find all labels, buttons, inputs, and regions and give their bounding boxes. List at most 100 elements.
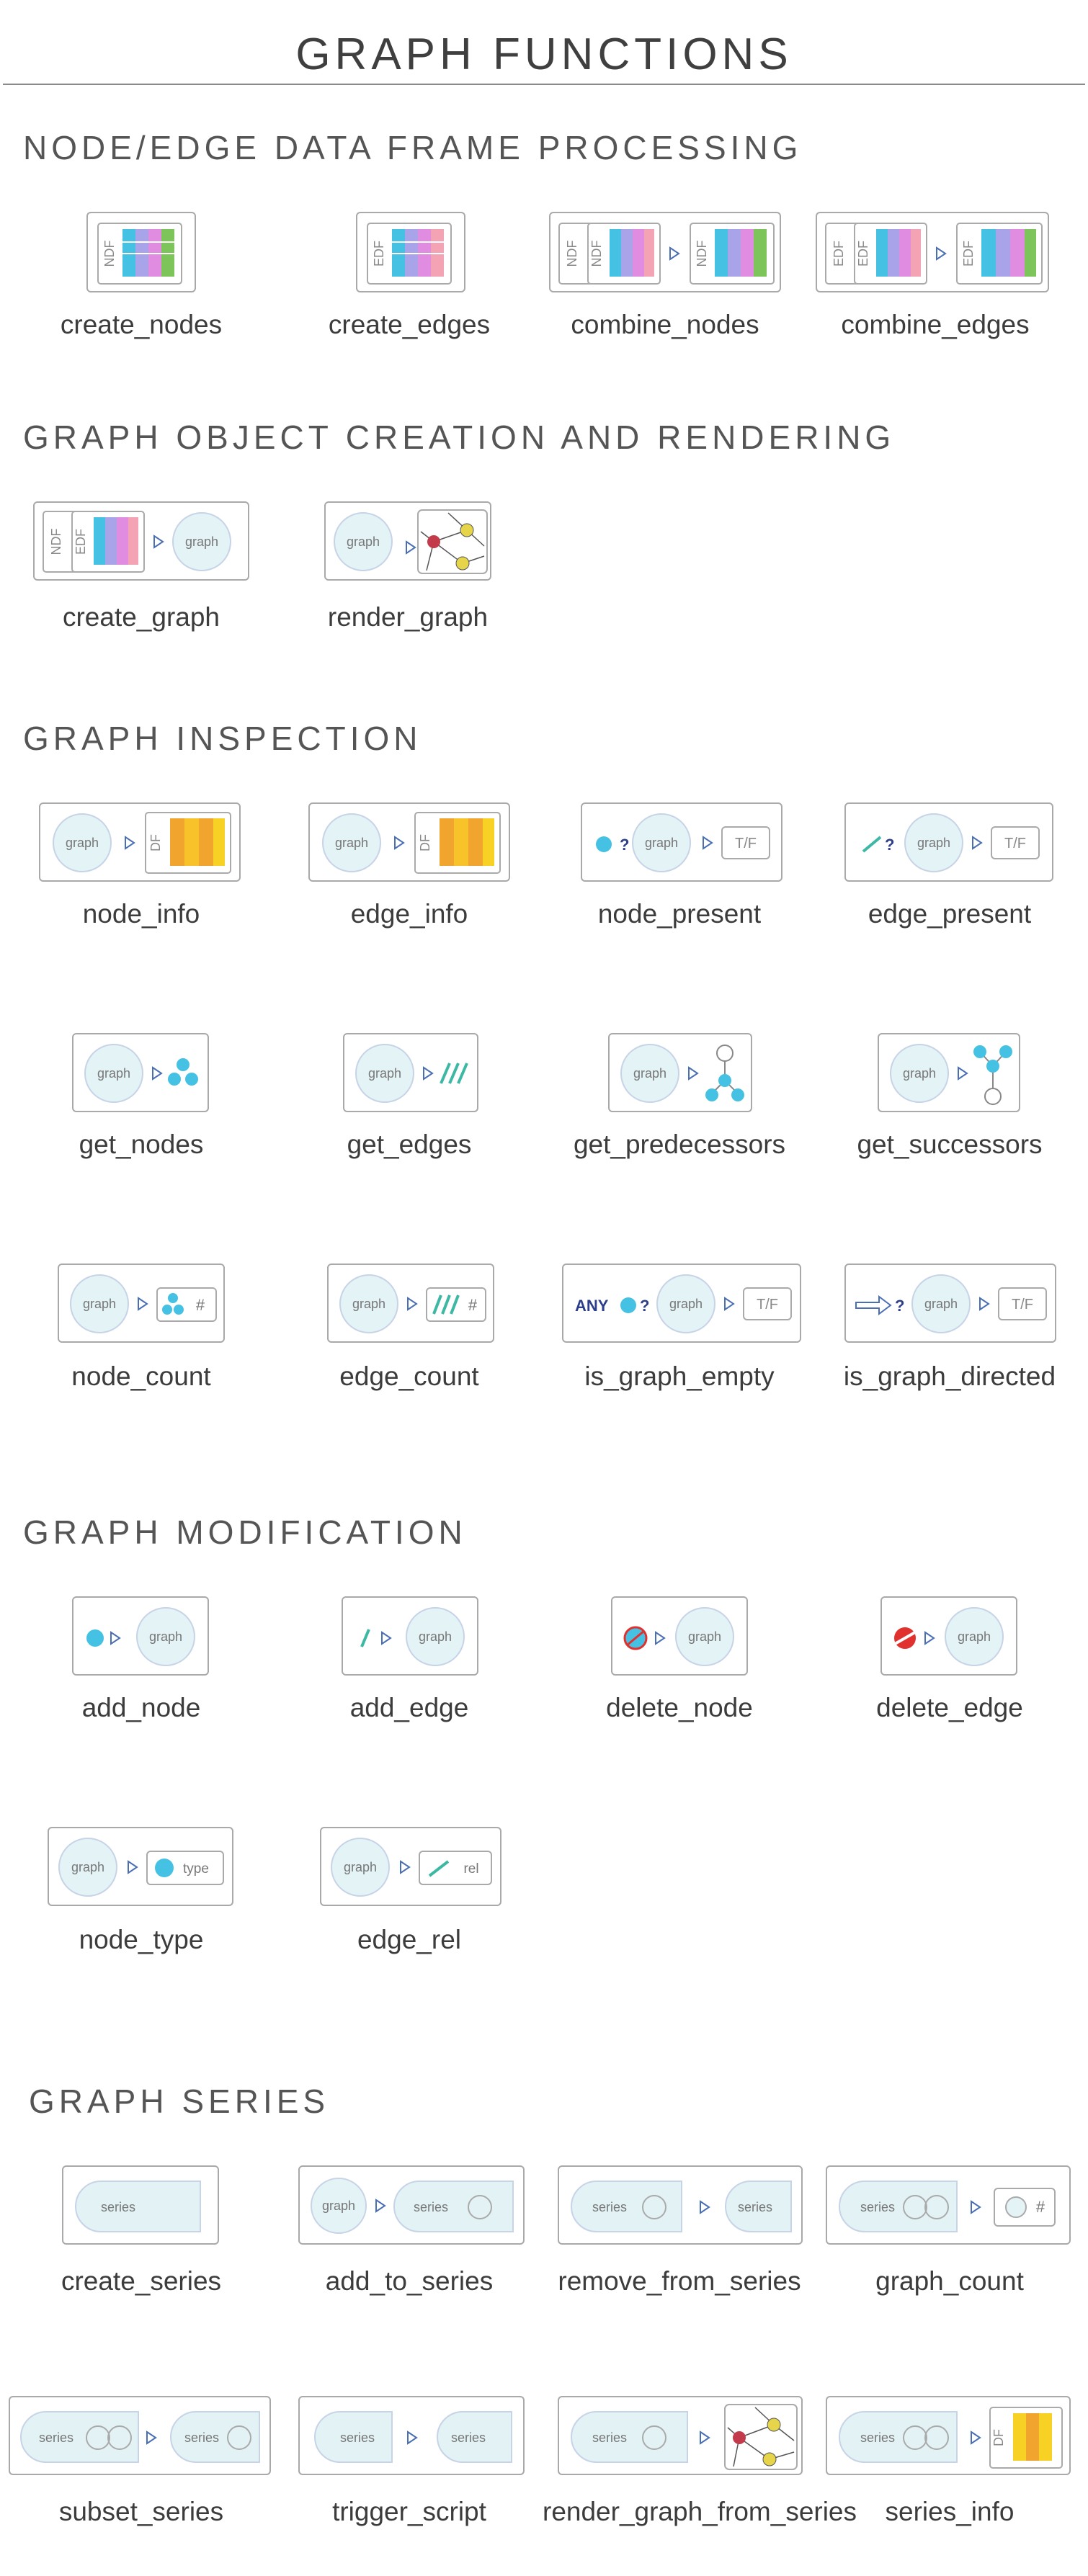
get-nodes-icon[interactable]: graph bbox=[72, 1033, 209, 1112]
is-graph-directed-icon[interactable]: ? graph T/F bbox=[844, 1264, 1056, 1343]
fn-label-is-graph-empty: is_graph_empty bbox=[584, 1361, 775, 1391]
svg-text:T/F: T/F bbox=[735, 836, 757, 851]
remove-from-series-icon[interactable]: series series bbox=[558, 2165, 803, 2245]
svg-text:series: series bbox=[592, 2430, 627, 2445]
fn-label-get-edges: get_edges bbox=[347, 1130, 472, 1159]
render-series-icon[interactable]: series bbox=[558, 2396, 803, 2475]
svg-text:NDF: NDF bbox=[565, 241, 579, 267]
svg-text:series: series bbox=[39, 2430, 73, 2445]
node-info-icon[interactable]: graph DF bbox=[39, 802, 241, 882]
get-predecessors-icon[interactable]: graph bbox=[608, 1033, 752, 1112]
svg-text:series: series bbox=[592, 2200, 627, 2214]
fn-label-trigger-script: trigger_script bbox=[332, 2497, 486, 2526]
svg-text:T/F: T/F bbox=[757, 1297, 778, 1312]
create-nodes-icon[interactable]: NDF bbox=[86, 212, 196, 292]
section-heading-inspection: GRAPH INSPECTION bbox=[23, 720, 422, 757]
title-divider bbox=[3, 84, 1085, 85]
fn-label-edge-present: edge_present bbox=[868, 899, 1032, 929]
get-edges-icon[interactable]: graph bbox=[343, 1033, 478, 1112]
delete-edge-icon[interactable]: graph bbox=[880, 1596, 1017, 1676]
add-edge-icon[interactable]: graph bbox=[342, 1596, 478, 1676]
fn-label-series-info: series_info bbox=[885, 2497, 1015, 2526]
svg-text:graph: graph bbox=[352, 1297, 385, 1311]
fn-label-create-edges: create_edges bbox=[328, 310, 491, 339]
svg-text:graph: graph bbox=[368, 1066, 401, 1081]
create-edges-icon[interactable]: EDF bbox=[356, 212, 465, 292]
svg-text:#: # bbox=[1036, 2198, 1045, 2216]
fn-label-node-present: node_present bbox=[597, 899, 762, 929]
svg-text:?: ? bbox=[620, 836, 629, 854]
svg-text:graph: graph bbox=[185, 535, 218, 549]
svg-text:graph: graph bbox=[71, 1860, 104, 1874]
page-title: GRAPH FUNCTIONS bbox=[295, 30, 793, 79]
create-series-icon[interactable]: series bbox=[62, 2165, 219, 2245]
edge-present-icon[interactable]: ? graph T/F bbox=[844, 802, 1053, 882]
svg-text:T/F: T/F bbox=[1012, 1297, 1033, 1312]
is-graph-empty-icon[interactable]: ANY ? graph T/F bbox=[562, 1264, 801, 1343]
svg-text:graph: graph bbox=[688, 1629, 721, 1644]
svg-text:graph: graph bbox=[924, 1297, 958, 1311]
svg-text:graph: graph bbox=[347, 535, 380, 549]
add-to-series-icon[interactable]: graph series bbox=[298, 2165, 525, 2245]
edge-rel-icon[interactable]: graph rel bbox=[320, 1827, 501, 1906]
svg-text:graph: graph bbox=[419, 1629, 452, 1644]
node-type-icon[interactable]: graph type bbox=[48, 1827, 233, 1906]
series-info-icon[interactable]: series DF bbox=[826, 2396, 1071, 2475]
svg-text:series: series bbox=[184, 2430, 219, 2445]
svg-text:graph: graph bbox=[335, 836, 368, 850]
fn-label-combine-nodes: combine_nodes bbox=[571, 310, 759, 339]
svg-text:series: series bbox=[101, 2200, 135, 2214]
svg-text:graph: graph bbox=[669, 1297, 703, 1311]
svg-text:EDF: EDF bbox=[961, 241, 976, 267]
fn-label-create-nodes: create_nodes bbox=[60, 310, 223, 339]
svg-text:series: series bbox=[860, 2200, 895, 2214]
fn-label-node-count: node_count bbox=[71, 1361, 211, 1391]
svg-text:?: ? bbox=[640, 1297, 649, 1315]
svg-text:NDF: NDF bbox=[102, 241, 117, 267]
fn-label-delete-node: delete_node bbox=[606, 1693, 753, 1722]
trigger-script-icon[interactable]: series series bbox=[298, 2396, 525, 2475]
combine-edges-icon[interactable]: EDF EDF EDF bbox=[816, 212, 1049, 292]
svg-text:graph: graph bbox=[322, 2199, 355, 2213]
combine-nodes-icon[interactable]: NDF NDF NDF bbox=[549, 212, 781, 292]
node-present-icon[interactable]: ? graph T/F bbox=[581, 802, 782, 882]
svg-text:DF: DF bbox=[991, 2429, 1006, 2446]
get-successors-icon[interactable]: graph bbox=[878, 1033, 1020, 1112]
fn-label-add-to-series: add_to_series bbox=[325, 2266, 494, 2296]
svg-text:graph: graph bbox=[917, 836, 950, 850]
svg-text:DF: DF bbox=[418, 834, 432, 851]
fn-label-get-successors: get_successors bbox=[857, 1130, 1043, 1159]
node-count-icon[interactable]: graph # bbox=[58, 1264, 225, 1343]
edge-count-icon[interactable]: graph # bbox=[327, 1264, 494, 1343]
svg-text:EDF: EDF bbox=[831, 241, 846, 267]
svg-text:series: series bbox=[340, 2430, 375, 2445]
svg-text:?: ? bbox=[885, 836, 894, 854]
svg-text:#: # bbox=[468, 1296, 478, 1314]
add-node-icon[interactable]: graph bbox=[72, 1596, 209, 1676]
svg-text:NDF: NDF bbox=[49, 529, 63, 555]
svg-text:T/F: T/F bbox=[1004, 836, 1026, 851]
fn-label-graph-count: graph_count bbox=[875, 2266, 1024, 2296]
fn-label-is-graph-directed: is_graph_directed bbox=[843, 1361, 1056, 1391]
fn-label-edge-count: edge_count bbox=[339, 1361, 479, 1391]
svg-text:graph: graph bbox=[344, 1860, 377, 1874]
svg-text:ANY: ANY bbox=[575, 1297, 609, 1315]
svg-text:series: series bbox=[451, 2430, 486, 2445]
fn-label-edge-info: edge_info bbox=[350, 899, 468, 929]
svg-text:graph: graph bbox=[903, 1066, 936, 1081]
fn-label-get-nodes: get_nodes bbox=[79, 1130, 204, 1159]
fn-label-edge-rel: edge_rel bbox=[357, 1925, 461, 1954]
fn-label-get-predecessors: get_predecessors bbox=[573, 1130, 786, 1159]
render-graph-icon[interactable]: graph bbox=[324, 501, 491, 581]
section-heading-modification: GRAPH MODIFICATION bbox=[23, 1513, 467, 1551]
svg-text:graph: graph bbox=[645, 836, 678, 850]
edge-info-icon[interactable]: graph DF bbox=[308, 802, 510, 882]
graph-count-icon[interactable]: series # bbox=[826, 2165, 1071, 2245]
fn-label-remove-from-series: remove_from_series bbox=[558, 2266, 801, 2296]
subset-series-icon[interactable]: series series bbox=[9, 2396, 271, 2475]
create-graph-icon[interactable]: NDF EDF graph bbox=[33, 501, 249, 581]
delete-node-icon[interactable]: graph bbox=[611, 1596, 748, 1676]
fn-label-create-series: create_series bbox=[61, 2266, 222, 2296]
svg-text:EDF: EDF bbox=[856, 241, 870, 267]
svg-text:DF: DF bbox=[148, 834, 163, 851]
